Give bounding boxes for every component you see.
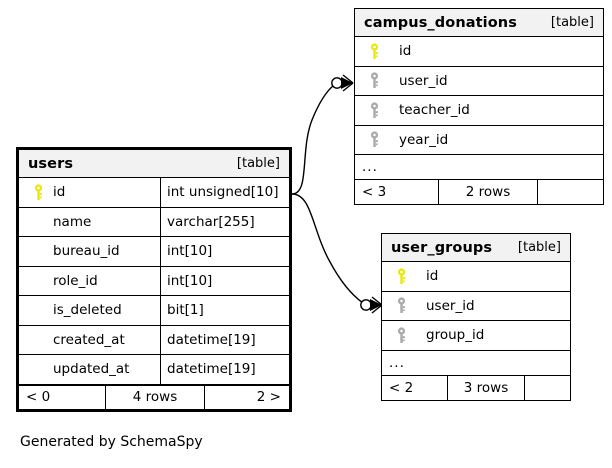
table-campus-donations-footer: < 3 2 rows [355,180,603,204]
column-name: year_id [399,131,449,148]
column-name: user_id [399,72,448,89]
column-name: role_id [53,272,98,289]
zero-marker-icon [331,77,343,89]
table-row[interactable]: group_id [382,321,570,351]
prev-page-button[interactable]: < 2 [382,375,448,400]
table-row[interactable]: user_id [355,67,603,96]
table-row[interactable]: user_id [382,292,570,321]
table-campus-donations[interactable]: campus_donations [table] id [354,8,604,205]
column-type: int unsigned[10] [160,178,289,207]
table-users-tag: [table] [236,156,280,171]
table-row[interactable]: created_at datetime[19] [19,325,289,355]
column-name: id [426,268,439,285]
table-user-groups-footer: < 2 3 rows [382,375,570,400]
table-user-groups[interactable]: user_groups [table] id [381,233,571,401]
table-row[interactable]: name varchar[255] [19,207,289,237]
more-columns-indicator: ... [382,351,570,376]
column-type: datetime[19] [160,325,289,354]
table-row[interactable]: id int unsigned[10] [19,178,289,208]
table-row[interactable]: id [382,262,570,292]
prev-page-button[interactable]: < 3 [355,180,439,204]
table-campus-donations-tag: [table] [550,15,594,30]
row-count-label: 4 rows [106,385,205,409]
table-users-title-bar: users [table] [19,150,289,178]
row-count-label: 2 rows [439,180,538,204]
column-name: is_deleted [53,302,122,319]
column-type: datetime[19] [160,355,289,384]
column-name: created_at [53,331,125,348]
column-name: updated_at [53,361,130,378]
foreign-key-icon [363,102,385,119]
column-type: varchar[255] [160,207,289,236]
column-name: bureau_id [53,243,120,260]
column-name: id [53,184,66,201]
table-user-groups-tag: [table] [517,240,561,255]
prev-page-button[interactable]: < 0 [19,385,106,409]
table-row[interactable]: year_id [355,126,603,155]
more-columns-indicator: ... [355,155,603,180]
foreign-key-icon [363,131,385,148]
foreign-key-icon [390,327,412,344]
foreign-key-icon [390,297,412,314]
table-row[interactable]: bureau_id int[10] [19,237,289,267]
many-marker-icon [341,74,354,92]
table-row[interactable]: teacher_id [355,96,603,126]
relationship-users-user_groups [291,193,383,314]
row-count-label: 3 rows [448,375,525,400]
column-name: group_id [426,327,485,344]
primary-key-icon [363,43,385,60]
table-users-footer: < 0 4 rows 2 > [19,384,289,409]
table-row[interactable]: role_id int[10] [19,266,289,296]
table-row[interactable]: updated_at datetime[19] [19,355,289,385]
table-users[interactable]: users [table] id int unsigned[10] [16,147,292,412]
next-page-button[interactable]: 2 > [256,389,281,405]
zero-marker-icon [360,299,372,311]
next-page-button[interactable] [525,376,570,400]
column-name: name [53,213,92,230]
table-users-name: users [28,155,74,172]
table-row[interactable]: id [355,37,603,67]
column-name: teacher_id [399,102,470,119]
table-user-groups-name: user_groups [391,239,493,256]
primary-key-icon [27,184,49,201]
column-name: id [399,43,412,60]
foreign-key-icon [363,72,385,89]
table-campus-donations-title-bar: campus_donations [table] [355,9,603,37]
column-type: bit[1] [160,296,289,325]
relationship-users-campus_donations [291,74,354,195]
generated-by-caption: Generated by SchemaSpy [20,434,203,450]
primary-key-icon [390,268,412,285]
table-campus-donations-name: campus_donations [364,14,517,31]
table-row[interactable]: is_deleted bit[1] [19,296,289,326]
column-type: int[10] [160,266,289,295]
column-type: int[10] [160,237,289,266]
next-page-button[interactable] [538,180,603,204]
table-user-groups-title-bar: user_groups [table] [382,234,570,262]
column-name: user_id [426,297,475,314]
